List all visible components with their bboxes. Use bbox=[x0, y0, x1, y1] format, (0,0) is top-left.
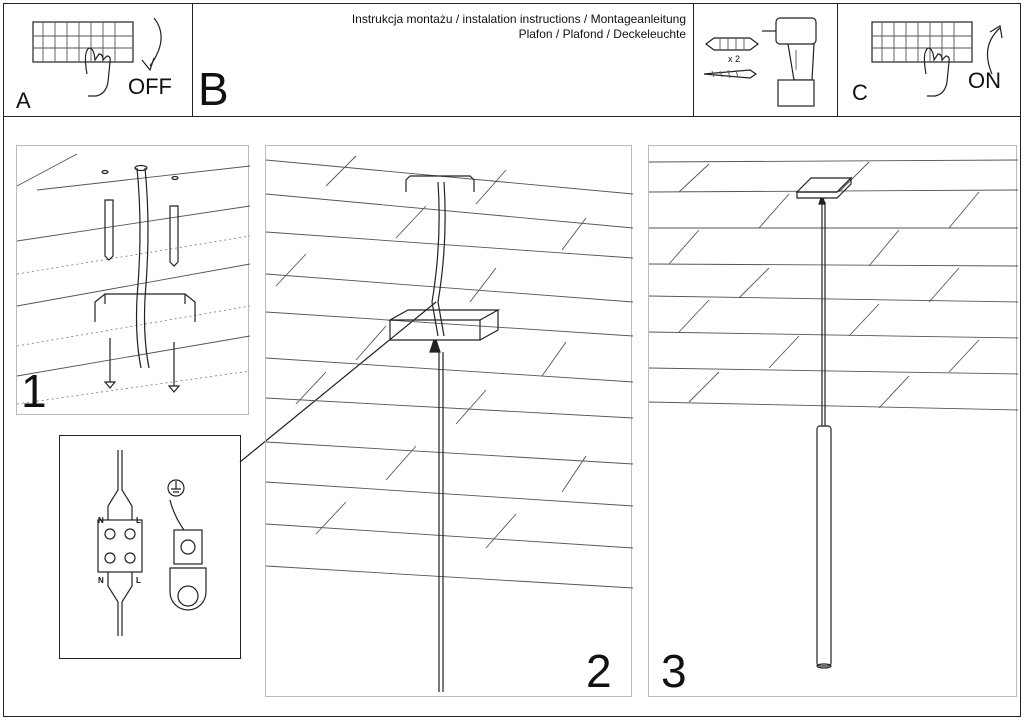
panel-c-letter: C bbox=[852, 80, 868, 105]
header-divider bbox=[3, 116, 1021, 117]
step-3-panel: 3 bbox=[648, 145, 1019, 697]
circuit-breaker-icon bbox=[32, 21, 134, 97]
pendant-lamp-icon bbox=[816, 202, 832, 669]
step-2-number: 2 bbox=[586, 645, 612, 697]
ceiling-planks-illustration bbox=[265, 155, 634, 589]
title-line-2: Plafon / Plafond / Deckeleuchte bbox=[518, 27, 686, 41]
wall-plug-icon bbox=[705, 37, 759, 51]
live-label-top: L bbox=[136, 516, 141, 525]
ceiling-planks-illustration bbox=[16, 153, 251, 405]
neutral-label-top: N bbox=[98, 516, 104, 525]
wall-plug-icon bbox=[169, 205, 179, 267]
pendant-cable bbox=[438, 352, 444, 692]
ground-symbol-icon bbox=[167, 479, 185, 497]
screw-icon bbox=[167, 342, 181, 393]
wall-plug-icon bbox=[104, 199, 114, 261]
panel-b-tools: x 2 bbox=[693, 3, 838, 117]
neutral-label-bottom: N bbox=[98, 576, 104, 585]
panel-b-letter: B bbox=[198, 63, 229, 115]
step-2-panel: 2 bbox=[265, 145, 634, 697]
ground-terminal-icon bbox=[169, 499, 207, 611]
screw-icon bbox=[103, 338, 117, 389]
step-1-number: 1 bbox=[21, 365, 47, 417]
canopy-icon bbox=[795, 176, 853, 205]
mounting-bracket-icon bbox=[94, 293, 196, 322]
page-frame bbox=[3, 3, 1021, 717]
switch-on-arrow-icon bbox=[986, 25, 1003, 75]
title-line-1: Instrukcja montażu / instalation instruc… bbox=[351, 12, 686, 26]
step-3-number: 3 bbox=[661, 645, 687, 697]
document-title: Instrukcja montażu / instalation instruc… bbox=[352, 12, 686, 42]
wiring-detail-panel: N L N L bbox=[59, 435, 241, 659]
ceiling-planks-illustration bbox=[648, 159, 1019, 411]
canopy-icon bbox=[387, 309, 501, 353]
panel-c-state-label: ON bbox=[968, 68, 1001, 93]
circuit-breaker-icon bbox=[871, 21, 973, 97]
switch-off-arrow-icon bbox=[141, 17, 162, 72]
panel-a: A OFF bbox=[3, 3, 193, 117]
drill-icon bbox=[762, 17, 817, 107]
panel-a-letter: A bbox=[16, 88, 31, 113]
terminal-block-icon bbox=[97, 450, 143, 636]
step-1-panel: 1 bbox=[16, 145, 251, 417]
live-label-bottom: L bbox=[136, 576, 141, 585]
panel-c: C ON bbox=[837, 3, 1021, 117]
panel-a-state-label: OFF bbox=[128, 74, 172, 99]
screw-icon bbox=[703, 69, 758, 79]
quantity-label: x 2 bbox=[728, 54, 741, 64]
